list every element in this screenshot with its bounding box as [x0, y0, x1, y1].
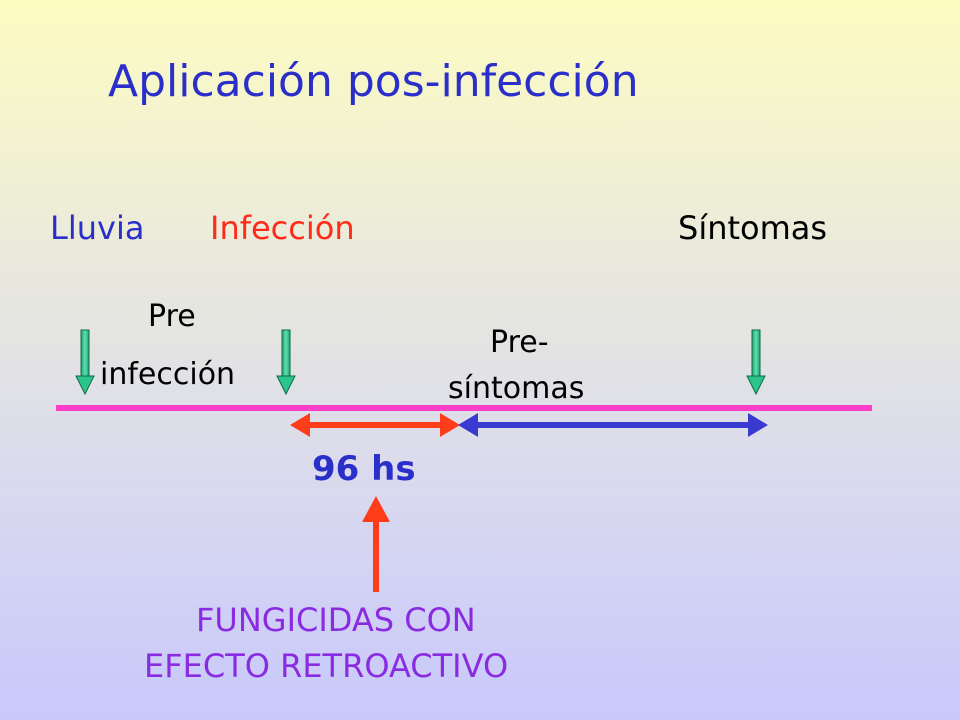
- event-arrow-sintomas: [746, 329, 766, 396]
- event-label-infeccion: Infección: [210, 209, 355, 247]
- event-label-lluvia: Lluvia: [50, 209, 145, 247]
- slide-title: Aplicación pos-infección: [108, 56, 639, 107]
- period-label-pre-sintomas-line2: síntomas: [448, 371, 585, 406]
- period-label-pre-infeccion-line1: Pre: [148, 299, 196, 334]
- period-label-pre-sintomas-line1: Pre-: [490, 325, 549, 360]
- duration-label: 96 hs: [312, 449, 416, 489]
- event-label-sintomas: Síntomas: [678, 209, 828, 247]
- fungicidas-label-line2: EFECTO RETROACTIVO: [144, 647, 509, 685]
- event-arrow-lluvia: [75, 329, 95, 396]
- event-arrow-infeccion: [276, 329, 296, 396]
- blue-double-arrow: [458, 413, 768, 437]
- period-label-pre-infeccion-line2: infección: [100, 357, 236, 392]
- fungicidas-label-line1: FUNGICIDAS CON: [196, 601, 476, 639]
- red-up-arrow: [362, 496, 390, 592]
- red-double-arrow: [290, 413, 460, 437]
